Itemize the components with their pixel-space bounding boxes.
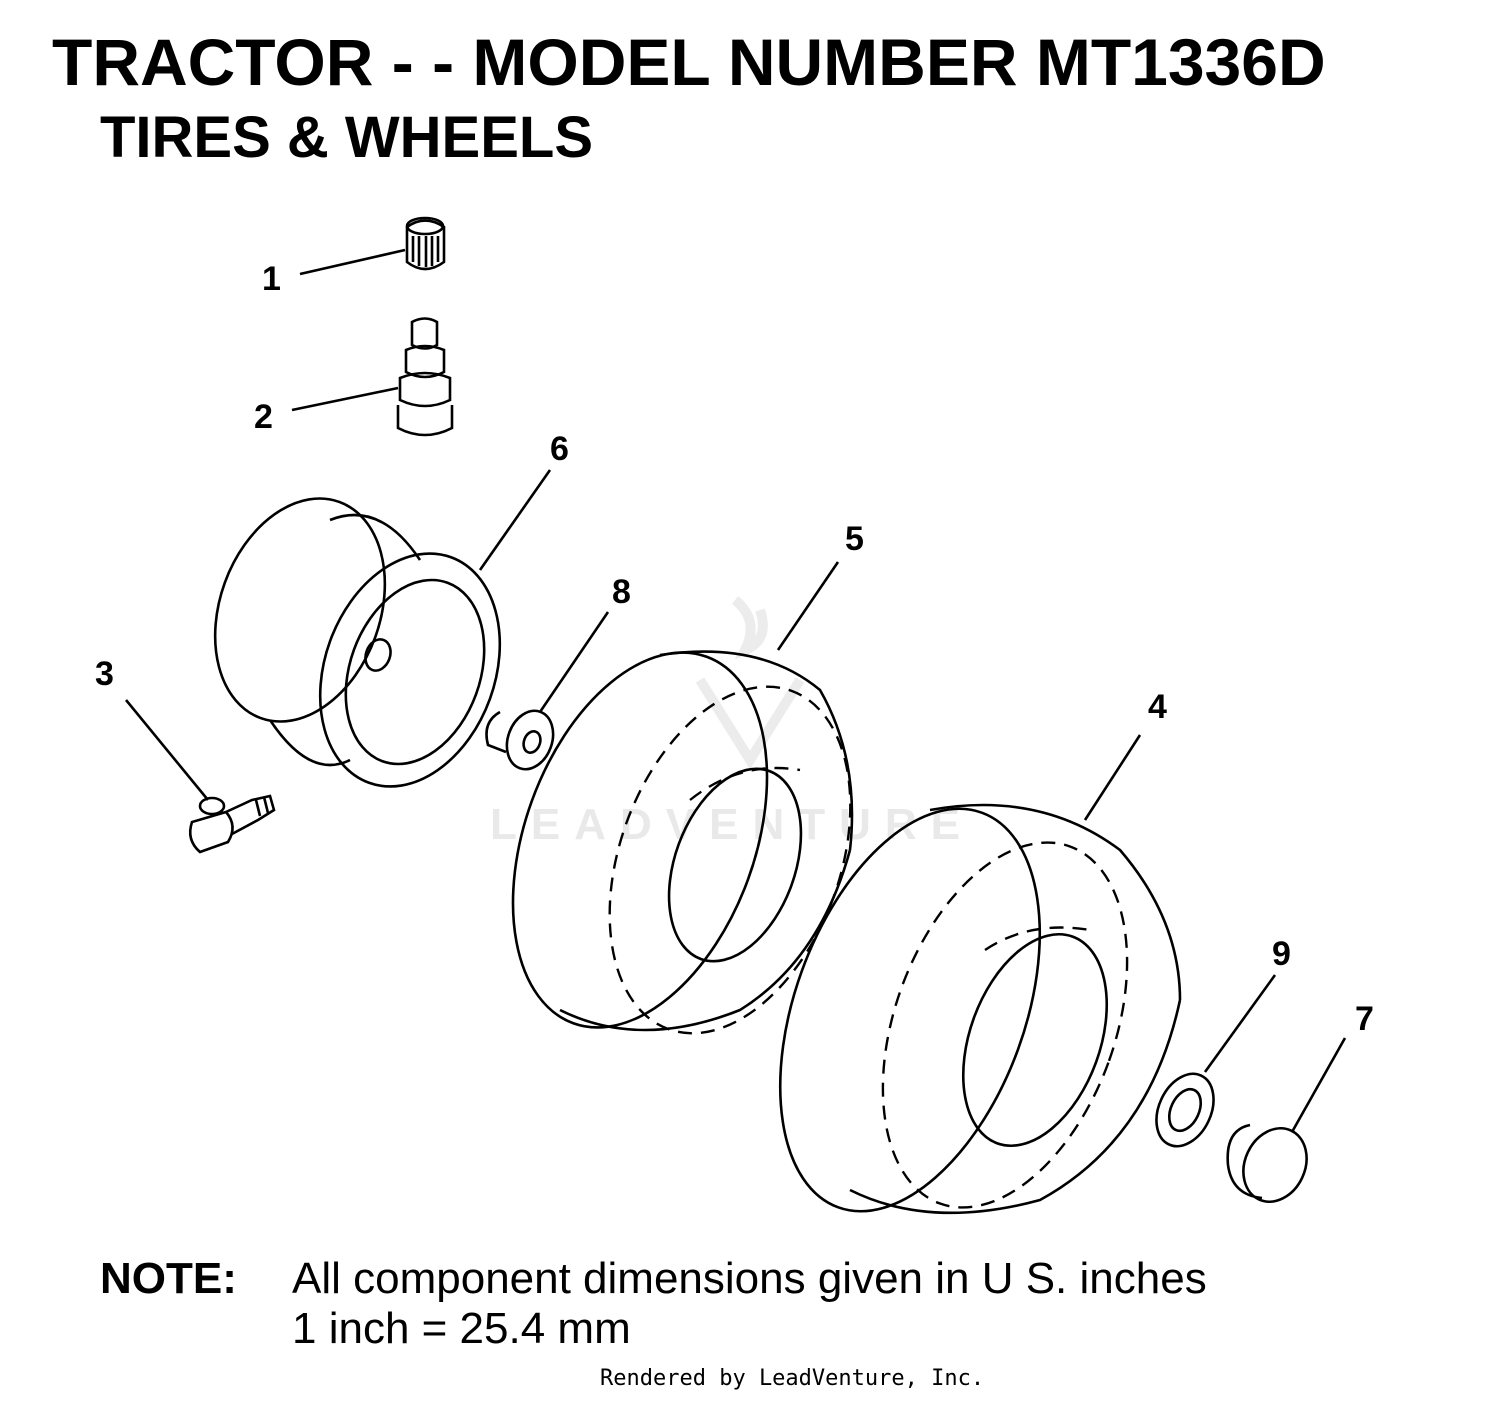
note-line-2: 1 inch = 25.4 mm: [292, 1304, 631, 1353]
part-3-fitting[interactable]: [124, 699, 276, 854]
watermark-text: LEADVENTURE: [490, 800, 975, 849]
part-9-washer[interactable]: [1145, 974, 1277, 1155]
part-7-hub-cap[interactable]: [1226, 1037, 1347, 1212]
callout-8: 8: [612, 573, 631, 611]
callout-2: 2: [254, 398, 273, 436]
part-1-valve-cap[interactable]: [299, 216, 446, 276]
page-subtitle: TIRES & WHEELS: [100, 105, 594, 170]
part-5-tire[interactable]: [465, 561, 895, 1067]
callout-6: 6: [550, 430, 569, 468]
callout-1: 1: [262, 260, 281, 298]
callout-5: 5: [845, 520, 864, 558]
note-label: NOTE:: [100, 1254, 237, 1303]
callout-9: 9: [1272, 935, 1291, 973]
page-title: TRACTOR - - MODEL NUMBER MT1336D: [52, 25, 1326, 99]
part-2-valve-stem[interactable]: [291, 317, 454, 437]
callout-3: 3: [95, 655, 114, 693]
part-4-tire[interactable]: [730, 734, 1182, 1247]
footer-credit: Rendered by LeadVenture, Inc.: [600, 1366, 985, 1391]
part-6-rim[interactable]: [185, 469, 552, 812]
watermark-logo-icon: [695, 596, 805, 770]
part-8-bushing[interactable]: [485, 611, 610, 776]
note-line-1: All component dimensions given in U S. i…: [292, 1254, 1207, 1303]
callout-7: 7: [1355, 1000, 1374, 1038]
note-text: All component dimensions given in U S. i…: [292, 1254, 1207, 1354]
callout-4: 4: [1148, 688, 1167, 726]
